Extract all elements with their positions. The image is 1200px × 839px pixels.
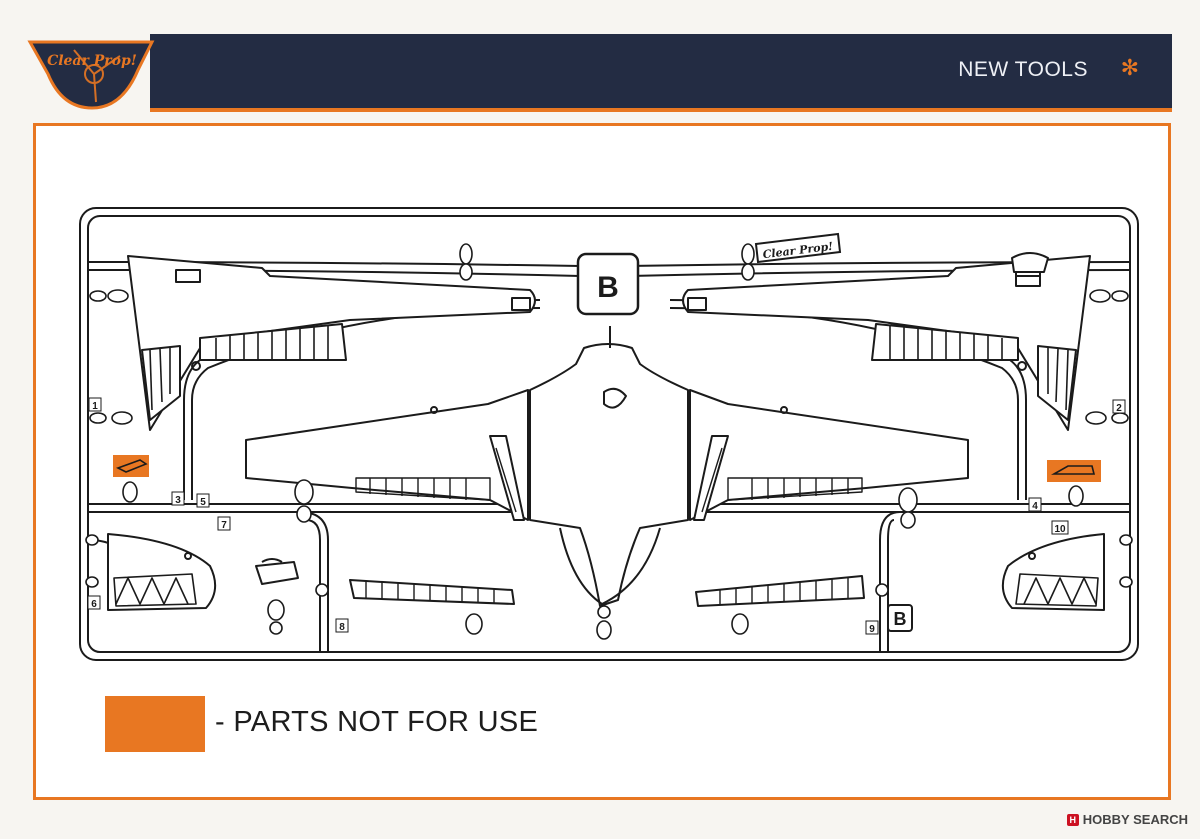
sprue-outer-frame bbox=[79, 207, 1139, 661]
svg-text:7: 7 bbox=[221, 520, 227, 531]
small-sprue-letter: B bbox=[894, 609, 907, 629]
part-9-flap bbox=[695, 575, 865, 607]
sprue-tag bbox=[576, 252, 640, 316]
svg-text:3: 3 bbox=[175, 495, 181, 506]
svg-text:4: 4 bbox=[1032, 501, 1038, 512]
part-number-7: 7 bbox=[217, 516, 231, 531]
watermark-badge: H bbox=[1066, 813, 1079, 826]
fuselage bbox=[529, 343, 689, 607]
sprue-letter: B bbox=[597, 271, 619, 304]
watermark-text: HOBBY SEARCH bbox=[1082, 812, 1188, 827]
part-number-5: 5 bbox=[196, 493, 210, 508]
legend-text: - PARTS NOT FOR USE bbox=[215, 706, 539, 738]
part-2-flap bbox=[682, 255, 1091, 431]
part-8-flap bbox=[349, 579, 515, 605]
wing-right bbox=[689, 389, 969, 521]
gear-icon: ✻ bbox=[1120, 55, 1139, 80]
svg-text:10: 10 bbox=[1054, 524, 1066, 535]
svg-text:2: 2 bbox=[1116, 403, 1122, 414]
part-number-4: 4 bbox=[1028, 497, 1042, 512]
svg-text:1: 1 bbox=[92, 401, 98, 412]
svg-text:9: 9 bbox=[869, 624, 875, 635]
part-number-1: 1 bbox=[88, 397, 102, 412]
small-sprue-tag bbox=[887, 604, 913, 632]
legend-swatch bbox=[105, 696, 205, 752]
header-banner: NEW TOOLS ✻ bbox=[150, 34, 1172, 112]
wing-left bbox=[245, 389, 529, 521]
svg-text:6: 6 bbox=[91, 599, 97, 610]
svg-text:5: 5 bbox=[200, 497, 206, 508]
part-number-10: 10 bbox=[1051, 520, 1069, 535]
part-number-8: 8 bbox=[335, 618, 349, 633]
not-for-use-left bbox=[113, 455, 149, 477]
watermark: H HOBBY SEARCH bbox=[1066, 812, 1188, 827]
svg-text:8: 8 bbox=[339, 622, 345, 633]
header-title: NEW TOOLS bbox=[958, 58, 1088, 81]
logo-text: Clear Prop! bbox=[47, 53, 137, 69]
part-1-flap bbox=[127, 255, 536, 431]
part-number-9: 9 bbox=[865, 620, 879, 635]
part-number-6: 6 bbox=[87, 595, 101, 610]
part-10-cowl bbox=[1001, 533, 1105, 611]
part-number-2: 2 bbox=[1112, 399, 1126, 414]
not-for-use-markers bbox=[113, 455, 1101, 482]
part-number-3: 3 bbox=[171, 491, 185, 506]
brand-logo: Clear Prop! bbox=[27, 40, 155, 110]
